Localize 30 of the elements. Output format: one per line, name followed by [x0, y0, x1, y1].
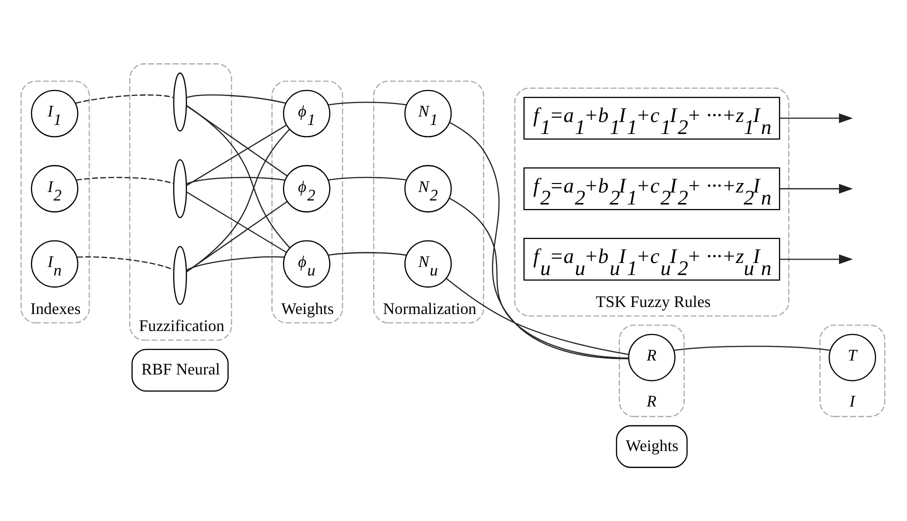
connector	[76, 176, 174, 184]
connector	[450, 122, 628, 359]
arrow	[780, 254, 853, 264]
node-curve	[173, 72, 187, 131]
cluster: Fuzzification	[129, 62, 232, 340]
connector	[186, 200, 288, 272]
connector	[186, 124, 286, 186]
connector	[446, 278, 629, 354]
connector	[186, 128, 290, 272]
arrow	[780, 183, 853, 194]
connector	[75, 94, 174, 104]
connector	[449, 197, 628, 358]
connector	[186, 94, 286, 104]
connector	[186, 256, 284, 270]
arrow	[780, 112, 853, 123]
connector	[674, 345, 830, 350]
connector	[328, 252, 406, 256]
connector	[186, 176, 286, 184]
connector	[186, 104, 290, 248]
node-curve	[173, 158, 187, 218]
node-circle: T	[828, 333, 876, 381]
node-box: Weights	[616, 424, 688, 468]
connector	[186, 104, 288, 176]
connector	[77, 256, 174, 270]
node-circle: R	[628, 333, 676, 381]
node-curve	[173, 245, 187, 304]
node-box: RBF Neural	[132, 348, 229, 392]
connector	[328, 101, 406, 105]
connector	[186, 190, 286, 252]
connector	[328, 176, 406, 180]
